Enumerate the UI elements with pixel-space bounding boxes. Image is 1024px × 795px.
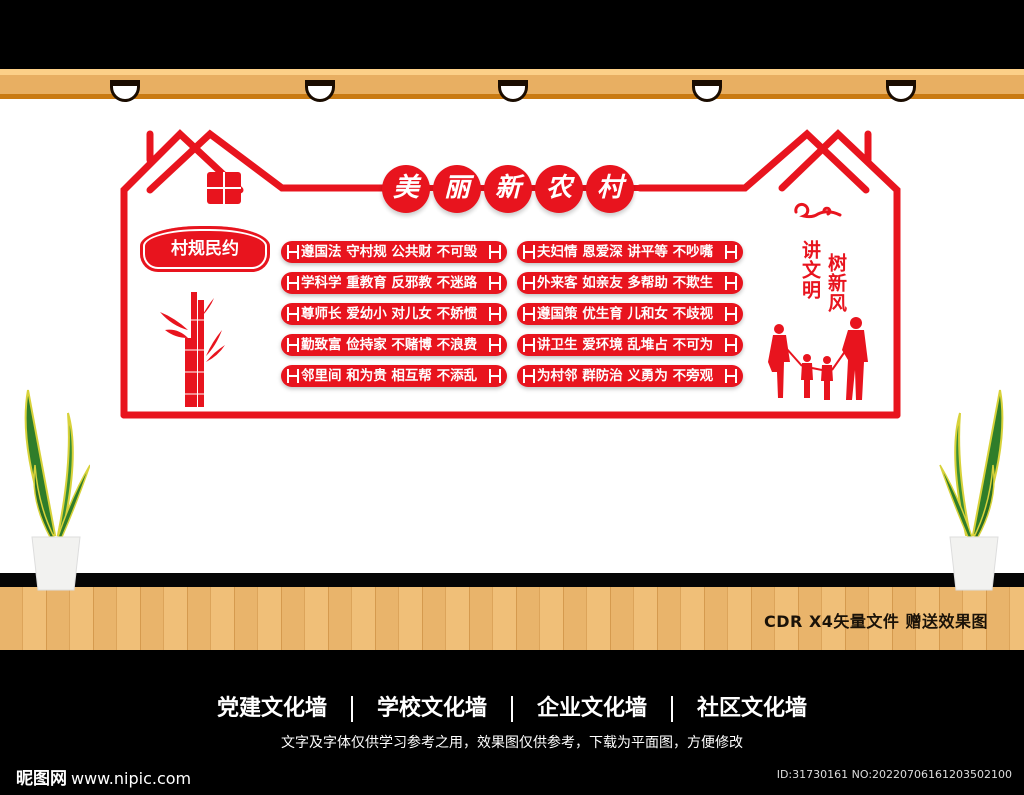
baseboard xyxy=(0,573,1024,587)
rule-item: 邻里间 和为贵 相互帮 不添乱 xyxy=(281,365,507,387)
separator xyxy=(511,696,513,722)
potted-plant-icon xyxy=(24,389,90,591)
separator xyxy=(671,696,674,722)
rule-item: 夫妇情 恩爱深 讲平等 不吵嘴 xyxy=(517,241,743,263)
bottom-black-band xyxy=(0,650,1024,795)
file-format-tag: CDR X4矢量文件 赠送效果图 xyxy=(764,612,988,631)
title-char: 农 xyxy=(535,165,583,213)
title-char: 美 xyxy=(382,165,430,213)
logo-text: 昵图网 xyxy=(16,769,67,789)
disclaimer-note: 文字及字体仅供学习参考之用，效果图仅供参考，下载为平面图，方便修改 xyxy=(281,735,743,751)
category-enterprise: 企业文化墙 xyxy=(537,696,648,721)
image-id-text: ID:31730161 NO:20220706161203502100 xyxy=(776,768,1012,781)
cloud-icon xyxy=(794,202,842,219)
spotlight-icon xyxy=(305,80,335,102)
title-char: 新 xyxy=(484,165,532,213)
spotlight-icon xyxy=(498,80,528,102)
top-black-band xyxy=(0,0,1024,69)
rule-item: 遵国法 守村规 公共财 不可毁 xyxy=(281,241,507,263)
potted-plant-icon xyxy=(939,389,1004,591)
rule-item: 外来客 如亲友 多帮助 不欺生 xyxy=(517,272,743,294)
site-url-link[interactable]: www.nipic.com xyxy=(71,769,192,788)
rule-item: 学科学 重教育 反邪教 不迷路 xyxy=(281,272,507,294)
spotlight-icon xyxy=(692,80,722,102)
plaque-village-rules: 村规民约 xyxy=(140,226,270,272)
rail-highlight xyxy=(0,69,1024,75)
rule-item: 遵国策 优生育 儿和女 不歧视 xyxy=(517,303,743,325)
category-school: 学校文化墙 xyxy=(376,696,487,721)
spotlight-icon xyxy=(110,80,140,102)
separator xyxy=(350,696,353,722)
rule-item: 尊师长 爱幼小 对儿女 不娇惯 xyxy=(281,303,507,325)
window-icon xyxy=(207,172,241,204)
category-party: 党建文化墙 xyxy=(216,696,327,721)
spotlight-icon xyxy=(886,80,916,102)
family-silhouette-icon xyxy=(768,317,868,400)
rule-item: 为村邻 群防治 义勇为 不旁观 xyxy=(517,365,743,387)
wood-floor xyxy=(0,587,1024,650)
title-char: 丽 xyxy=(433,165,481,213)
category-list: 党建文化墙 学校文化墙 企业文化墙 社区文化墙 xyxy=(0,690,1024,722)
bamboo-icon xyxy=(160,292,225,407)
rule-item: 讲卫生 爱环境 乱堆占 不可为 xyxy=(517,334,743,356)
category-community: 社区文化墙 xyxy=(697,696,808,721)
rule-item: 勤致富 俭持家 不赌博 不浪费 xyxy=(281,334,507,356)
slogan-civility: 讲文明 xyxy=(799,240,821,300)
title-char: 村 xyxy=(586,165,634,213)
slogan-new-trend: 树新风 xyxy=(825,253,847,313)
